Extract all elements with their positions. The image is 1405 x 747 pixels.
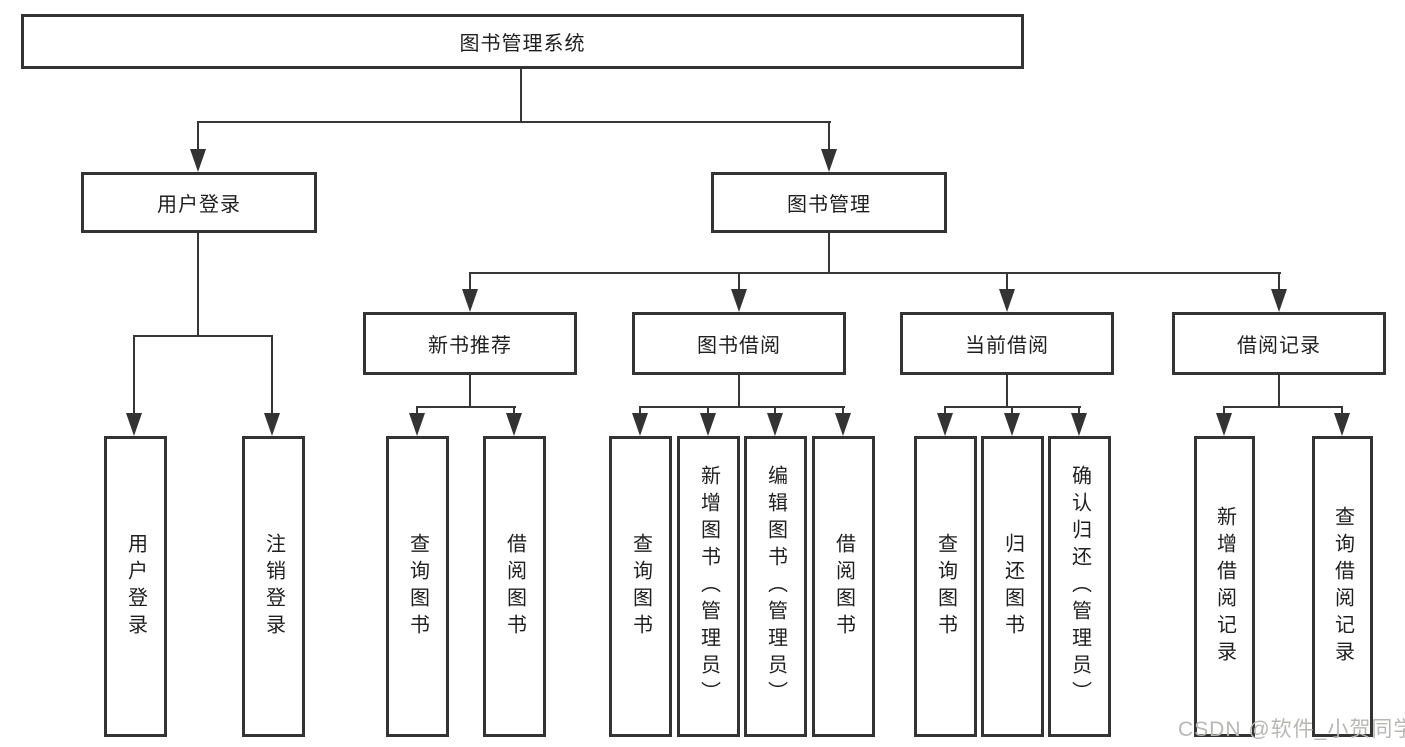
node-root: 图书管理系统 <box>21 14 1024 69</box>
arrow-into-borrow-rec <box>1271 289 1287 312</box>
connector-leaf-arm <box>1078 406 1080 414</box>
connector-leaf-arm <box>513 406 515 414</box>
connector-borrow-rec-split <box>1223 406 1343 408</box>
watermark-text: CSDN @软件_小贺同学 <box>1178 718 1405 741</box>
leaf-user-login: 用户登录 <box>104 436 167 737</box>
node-current-borrow: 当前借阅 <box>900 312 1114 375</box>
connector-new-rec-split <box>416 406 516 408</box>
connector-new-rec-stem <box>469 375 471 407</box>
connector-book-borrow-split <box>639 406 845 408</box>
leaf-query-books-2: 查询图书 <box>609 436 672 737</box>
connector-leaf-arm <box>944 406 946 414</box>
arrow-into-book-mgmt <box>821 149 837 172</box>
leaf-confirm-return-admin: 确认归还（管理员） <box>1048 436 1111 737</box>
connector-leaf-arm <box>639 406 641 414</box>
arrow-into-leaf-borrow-books-2 <box>835 413 851 436</box>
arrow-into-leaf-query-books-1 <box>409 413 425 436</box>
connector-leaf-arm <box>416 406 418 414</box>
leaf-query-books-1: 查询图书 <box>386 436 449 737</box>
connector-root-stem <box>520 69 522 123</box>
connector-leaf-arm <box>133 335 135 413</box>
connector-user-login-split <box>133 335 273 337</box>
connector-user-login-arm <box>197 121 199 151</box>
connector-borrow-rec-arm <box>1278 272 1280 290</box>
connector-borrow-rec-stem <box>1278 375 1280 407</box>
connector-user-login-stem <box>197 233 199 336</box>
leaf-borrow-books-1: 借阅图书 <box>483 436 546 737</box>
node-user-login: 用户登录 <box>81 172 317 233</box>
arrow-into-leaf-add-borrow-record <box>1216 413 1232 436</box>
leaf-add-book-admin: 新增图书（管理员） <box>677 436 740 737</box>
arrow-into-leaf-query-books-2 <box>632 413 648 436</box>
arrow-into-leaf-query-books-3 <box>937 413 953 436</box>
arrow-into-leaf-confirm-return <box>1071 413 1087 436</box>
arrow-into-leaf-edit-book <box>767 413 783 436</box>
node-new-book-rec: 新书推荐 <box>363 312 577 375</box>
connector-book-borrow-stem <box>738 375 740 407</box>
arrow-into-user-login <box>190 149 206 172</box>
connector-book-mgmt-stem <box>828 233 830 274</box>
node-book-mgmt: 图书管理 <box>711 172 947 233</box>
connector-leaf-arm <box>1341 406 1343 414</box>
arrow-into-leaf-add-book <box>700 413 716 436</box>
arrow-into-new-rec <box>462 289 478 312</box>
leaf-add-borrow-record: 新增借阅记录 <box>1194 436 1255 737</box>
arrow-into-leaf-logout <box>264 413 280 436</box>
arrow-into-leaf-return-book <box>1004 413 1020 436</box>
connector-leaf-arm <box>1011 406 1013 414</box>
node-borrow-record: 借阅记录 <box>1172 312 1386 375</box>
connector-leaf-arm <box>774 406 776 414</box>
arrow-into-leaf-borrow-books-1 <box>506 413 522 436</box>
arrow-into-leaf-query-borrow-record <box>1334 413 1350 436</box>
connector-level2-split <box>197 121 831 123</box>
arrow-into-leaf-user-login <box>126 413 142 436</box>
connector-leaf-arm <box>1223 406 1225 414</box>
node-book-borrow: 图书借阅 <box>632 312 846 375</box>
leaf-edit-book-admin: 编辑图书（管理员） <box>744 436 807 737</box>
leaf-borrow-books-2: 借阅图书 <box>812 436 875 737</box>
connector-book-mgmt-arm <box>828 121 830 151</box>
leaf-return-book: 归还图书 <box>981 436 1044 737</box>
arrow-into-cur-borrow <box>999 289 1015 312</box>
leaf-logout: 注销登录 <box>242 436 305 737</box>
connector-book-borrow-arm <box>738 272 740 290</box>
connector-leaf-arm <box>707 406 709 414</box>
connector-leaf-arm <box>842 406 844 414</box>
connector-new-rec-arm <box>469 272 471 290</box>
connector-cur-borrow-stem <box>1006 375 1008 407</box>
leaf-query-books-3: 查询图书 <box>914 436 977 737</box>
connector-leaf-arm <box>271 335 273 413</box>
connector-cur-borrow-arm <box>1006 272 1008 290</box>
connector-level3-split <box>469 272 1281 274</box>
leaf-query-borrow-record: 查询借阅记录 <box>1312 436 1373 737</box>
arrow-into-book-borrow <box>731 289 747 312</box>
